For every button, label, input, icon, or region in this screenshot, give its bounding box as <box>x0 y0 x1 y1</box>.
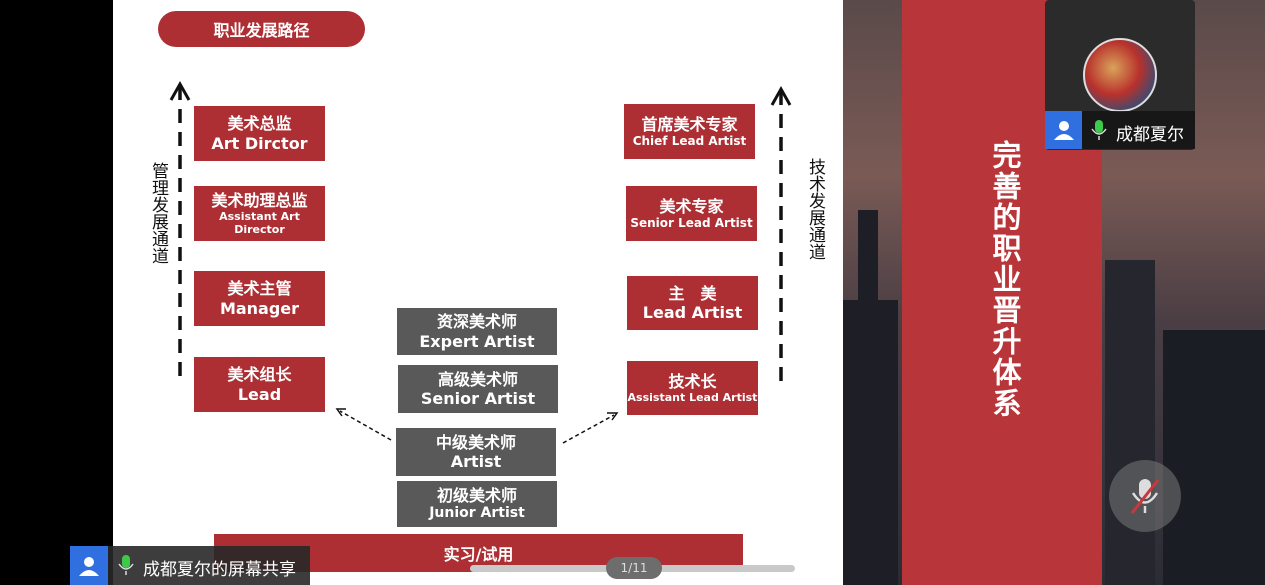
level-box-expert-artist: 资深美术师 Expert Artist <box>397 308 557 355</box>
mgmt-box-en: Art Dirctor <box>211 133 308 153</box>
mgmt-box-en: Lead <box>237 384 282 404</box>
participant-name-bar: 成都夏尔 <box>1045 111 1195 149</box>
mgmt-box-assistant-art-director: 美术助理总监 Assistant Art Director <box>194 186 325 241</box>
avatar <box>1083 38 1157 112</box>
city-silhouette <box>858 210 878 330</box>
mgmt-box-lead: 美术组长 Lead <box>194 357 325 412</box>
screen-share-label: 成都夏尔的屏幕共享 <box>143 560 296 580</box>
management-up-arrow-icon <box>169 80 191 383</box>
level-box-cn: 高级美术师 <box>437 369 518 389</box>
screen-share-label-bar: 成都夏尔的屏幕共享 <box>70 546 310 585</box>
level-box-cn: 中级美术师 <box>435 432 516 452</box>
tech-box-en: Senior Lead Artist <box>630 215 753 230</box>
technical-up-arrow-icon <box>770 85 792 383</box>
microphone-icon <box>1091 120 1107 140</box>
technical-track-label: 技术发展通道 <box>805 158 825 260</box>
level-box-en: Artist <box>450 452 502 471</box>
tech-box-en: Chief Lead Artist <box>632 133 747 148</box>
level-box-en: Senior Artist <box>420 389 536 408</box>
page-indicator: 1/11 <box>606 557 662 579</box>
mgmt-box-manager: 美术主管 Manager <box>194 271 325 326</box>
tech-box-cn: 技术长 <box>668 371 717 391</box>
tech-box-cn: 主 美 <box>668 283 717 303</box>
city-silhouette <box>1163 330 1265 585</box>
branch-arrows <box>335 408 619 444</box>
tech-box-en: Lead Artist <box>642 303 743 322</box>
mgmt-box-cn: 美术助理总监 <box>211 190 308 210</box>
microphone-muted-icon <box>1130 479 1160 514</box>
mgmt-box-en: Assistant Art Director <box>219 209 300 237</box>
management-track-label: 管理发展通道 <box>148 162 168 264</box>
tech-box-cn: 首席美术专家 <box>641 114 738 134</box>
shared-slide: 职业发展路径 管理发展通道 技术发展通道 美术总监 Art Dirctor 美术… <box>113 0 843 585</box>
side-title: 完善的职业晋升体系 <box>988 140 1022 419</box>
level-box-cn: 初级美术师 <box>436 486 517 505</box>
tech-box-assistant-lead-artist: 技术长 Assistant Lead Artist <box>627 361 758 415</box>
slide-title: 职业发展路径 <box>158 11 365 47</box>
level-box-en: Expert Artist <box>419 331 535 351</box>
city-silhouette <box>1105 260 1155 585</box>
tech-box-cn: 美术专家 <box>659 196 724 216</box>
tech-box-lead-artist: 主 美 Lead Artist <box>627 276 758 330</box>
level-box-junior-artist: 初级美术师 Junior Artist <box>397 481 557 527</box>
person-icon <box>70 546 108 585</box>
level-box-senior-artist: 高级美术师 Senior Artist <box>398 365 558 413</box>
tech-box-senior-lead-artist: 美术专家 Senior Lead Artist <box>626 186 757 241</box>
mute-button[interactable] <box>1109 460 1181 532</box>
mgmt-box-cn: 美术组长 <box>227 365 292 385</box>
mgmt-box-en: Manager <box>219 298 300 318</box>
tech-box-en: Assistant Lead Artist <box>627 391 758 404</box>
tech-box-chief-lead-artist: 首席美术专家 Chief Lead Artist <box>624 104 755 159</box>
city-silhouette <box>843 300 898 585</box>
mgmt-box-cn: 美术主管 <box>227 279 292 299</box>
mgmt-box-cn: 美术总监 <box>227 114 292 134</box>
person-icon <box>1045 111 1082 149</box>
participant-name: 成都夏尔 <box>1116 125 1184 145</box>
level-box-artist: 中级美术师 Artist <box>396 428 556 476</box>
level-box-cn: 资深美术师 <box>436 312 517 332</box>
level-box-en: Junior Artist <box>429 505 525 522</box>
mgmt-box-art-director: 美术总监 Art Dirctor <box>194 106 325 161</box>
microphone-icon <box>118 555 134 575</box>
